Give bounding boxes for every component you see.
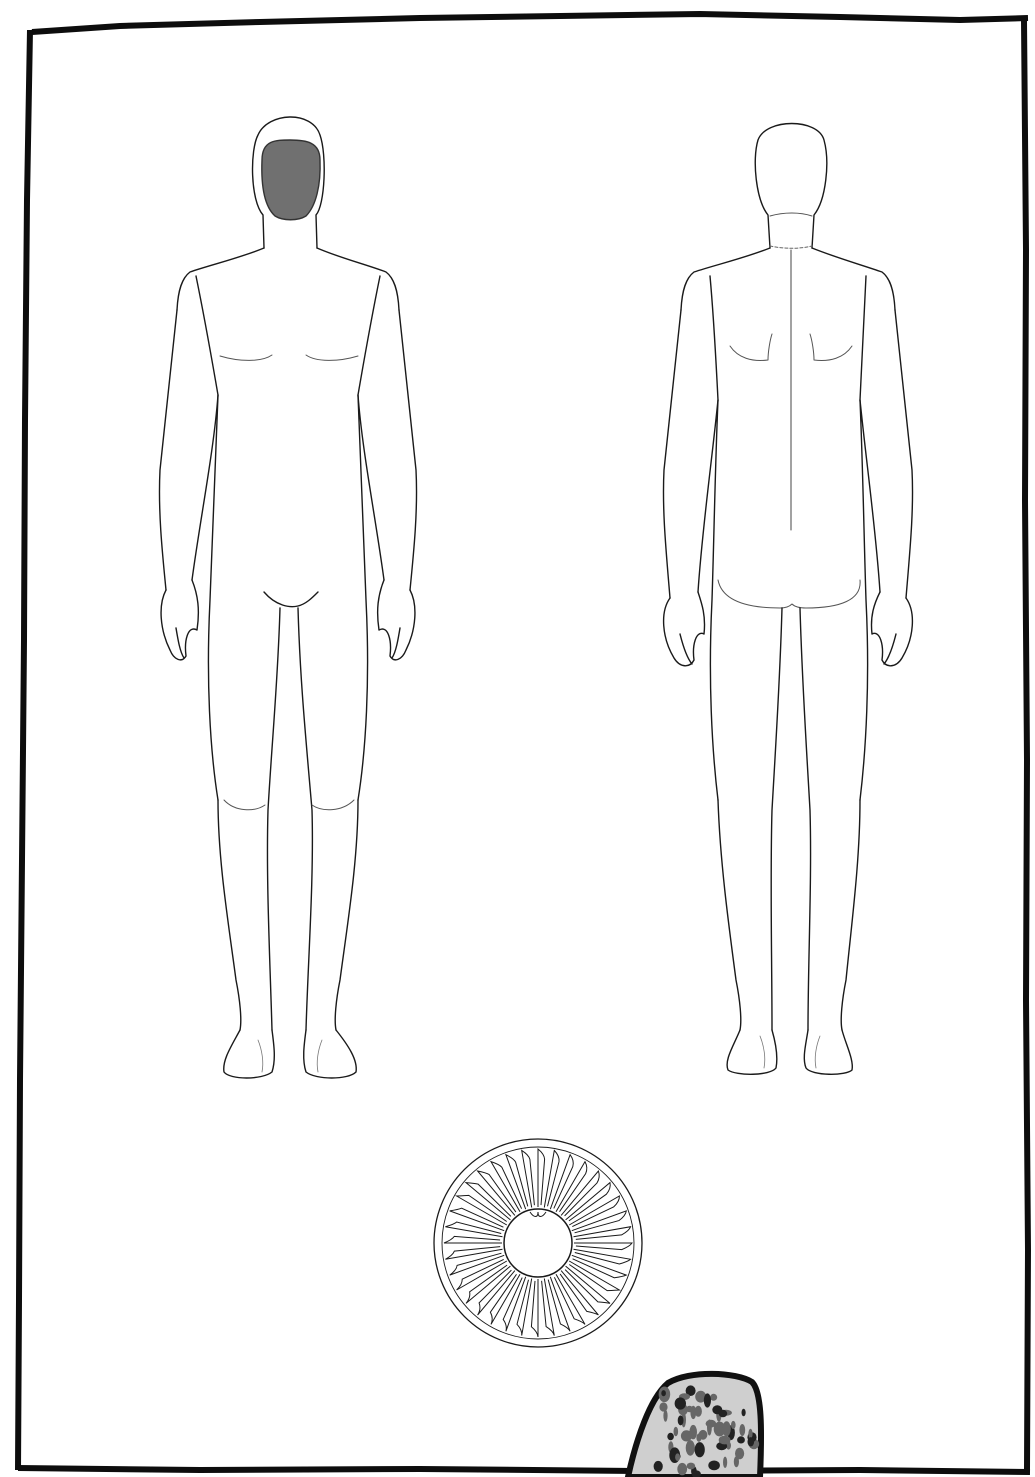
print-speck bbox=[659, 1402, 667, 1411]
print-speck bbox=[748, 1437, 755, 1446]
print-speck bbox=[695, 1442, 705, 1457]
print-speck bbox=[704, 1393, 711, 1407]
print-speck bbox=[667, 1433, 674, 1441]
print-speck bbox=[663, 1410, 667, 1422]
print-speck bbox=[706, 1420, 717, 1428]
print-speck bbox=[699, 1430, 708, 1440]
print-speck bbox=[678, 1415, 684, 1425]
print-speck bbox=[687, 1463, 696, 1470]
front-face bbox=[262, 140, 320, 220]
print-speck bbox=[734, 1456, 739, 1467]
print-speck bbox=[739, 1424, 745, 1436]
print-speck bbox=[742, 1409, 746, 1417]
print-speck bbox=[708, 1461, 720, 1471]
print-speck bbox=[695, 1406, 702, 1417]
print-speck bbox=[675, 1453, 680, 1461]
print-speck bbox=[719, 1410, 728, 1417]
print-speck bbox=[737, 1436, 745, 1443]
print-speck bbox=[675, 1397, 686, 1409]
print-speck bbox=[674, 1427, 679, 1437]
print-speck bbox=[677, 1463, 687, 1475]
print-speck bbox=[654, 1461, 663, 1472]
print-speck bbox=[731, 1421, 736, 1429]
print-speck bbox=[719, 1436, 731, 1445]
print-speck bbox=[661, 1390, 666, 1396]
print-speck bbox=[710, 1394, 717, 1401]
print-speck bbox=[722, 1421, 730, 1436]
print-speck bbox=[681, 1430, 692, 1441]
print-speck bbox=[686, 1440, 695, 1456]
print-speck bbox=[723, 1457, 727, 1468]
